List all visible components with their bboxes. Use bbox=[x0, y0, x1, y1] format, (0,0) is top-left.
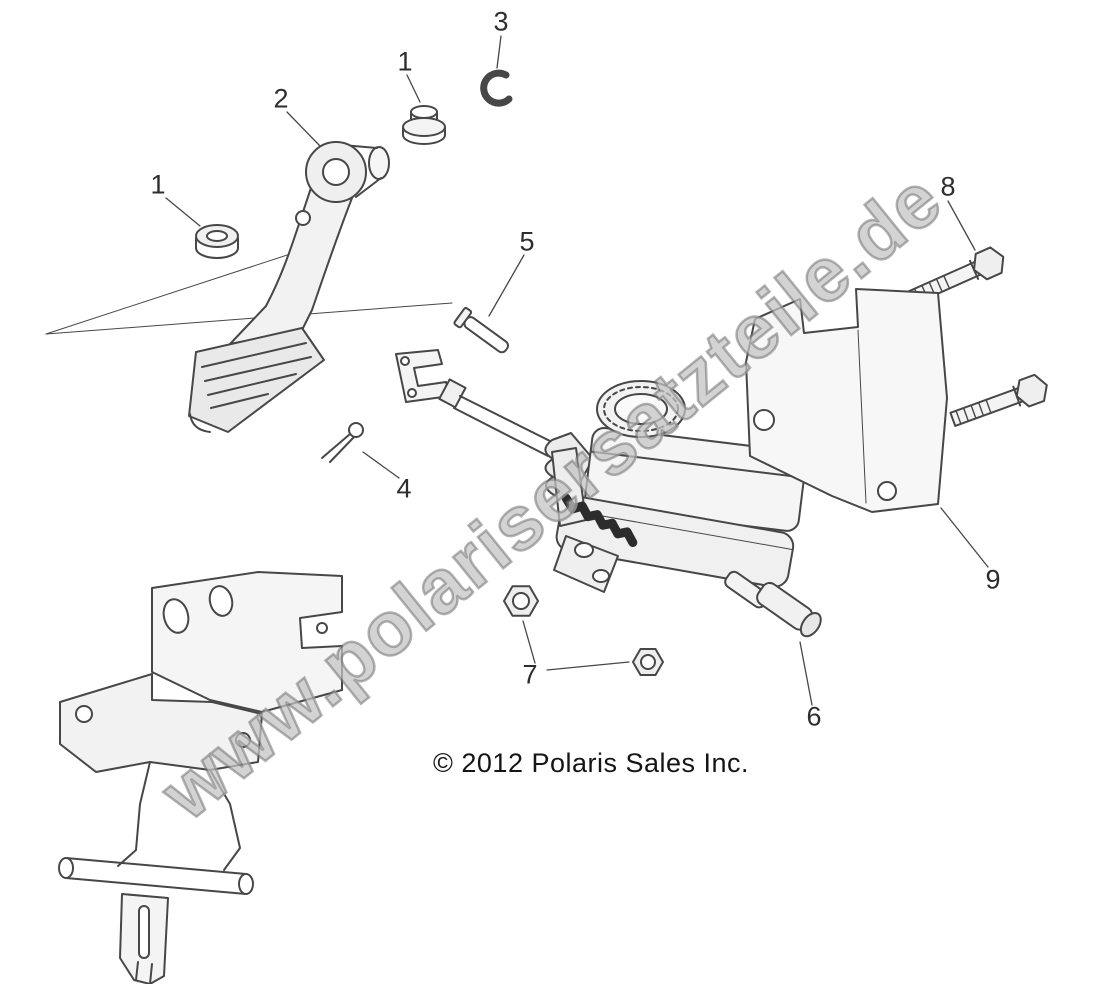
outlet-ports bbox=[724, 570, 822, 638]
flanged-nut-left bbox=[195, 224, 239, 259]
callout-1: 1 bbox=[397, 46, 413, 77]
clevis-pin bbox=[453, 307, 509, 354]
callout-6: 6 bbox=[806, 701, 822, 732]
callout-5: 5 bbox=[519, 226, 535, 257]
callout-7: 7 bbox=[522, 659, 538, 690]
callout-1: 1 bbox=[150, 169, 166, 200]
cotter-pin bbox=[321, 422, 364, 463]
molded-text-band bbox=[561, 493, 638, 548]
callout-3: 3 bbox=[493, 6, 509, 37]
hex-nut-upper bbox=[503, 585, 539, 617]
brake-pedal bbox=[188, 141, 390, 433]
construction-lines bbox=[45, 239, 453, 335]
callout-8: 8 bbox=[940, 171, 956, 202]
bushing-top bbox=[402, 105, 446, 145]
reservoir-cap bbox=[596, 380, 686, 438]
callout-2: 2 bbox=[273, 83, 289, 114]
mount-bracket-plate bbox=[745, 288, 948, 513]
callout-9: 9 bbox=[985, 564, 1001, 595]
copyright-text: © 2012 Polaris Sales Inc. bbox=[433, 748, 750, 778]
e-clip bbox=[480, 69, 513, 107]
hex-bolt-2 bbox=[949, 373, 1048, 427]
hex-nut-lower bbox=[632, 648, 664, 676]
leader-lines bbox=[165, 35, 989, 706]
pedal-mount-bracket bbox=[58, 571, 343, 984]
callout-4: 4 bbox=[396, 473, 412, 504]
